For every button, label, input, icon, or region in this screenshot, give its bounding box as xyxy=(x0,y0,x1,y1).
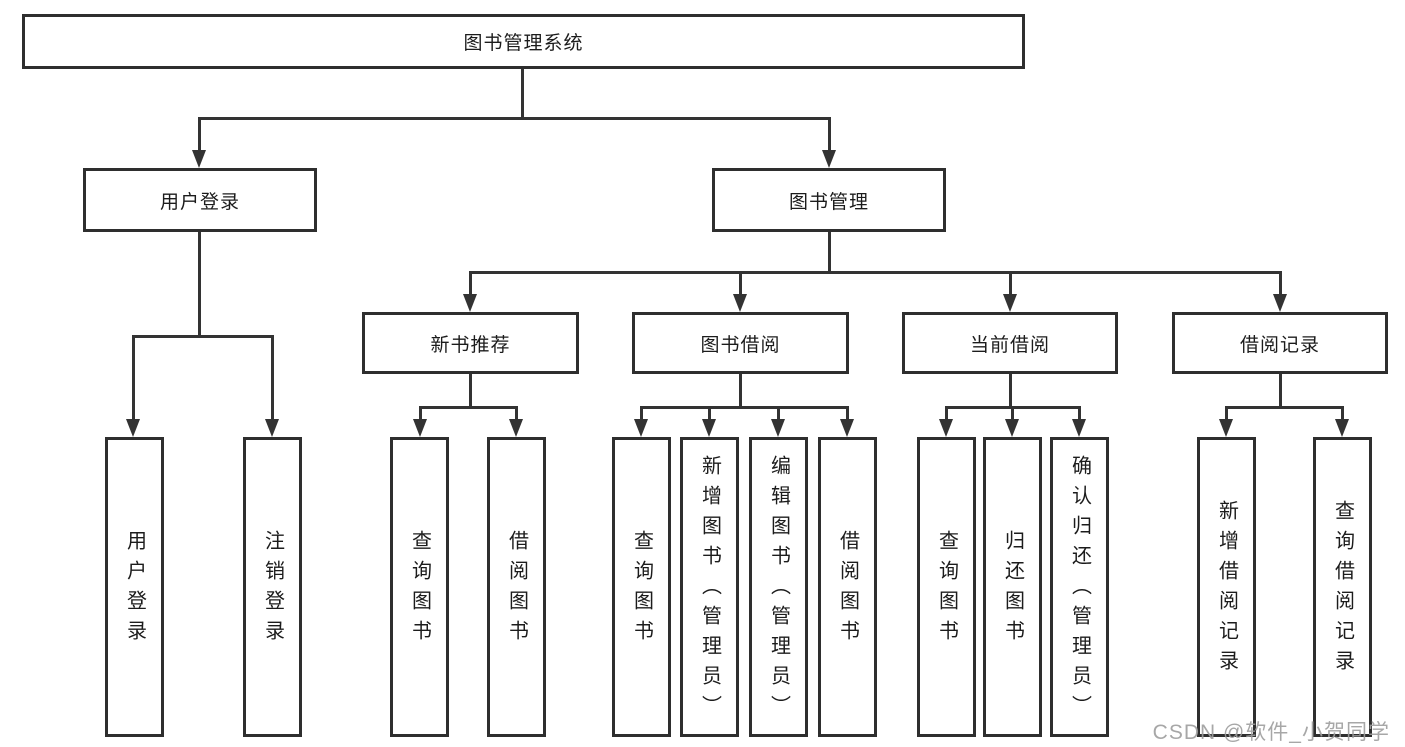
arrowhead-down-icon xyxy=(822,150,836,168)
arrowhead-down-icon xyxy=(1003,294,1017,312)
connector-line xyxy=(198,232,201,337)
connector-line xyxy=(828,232,831,273)
leaf-query-borrow-record: 查询借阅记录 xyxy=(1313,437,1372,737)
arrowhead-down-icon xyxy=(939,419,953,437)
leaf-query-books-borrowing: 查询图书 xyxy=(612,437,671,737)
connector-line xyxy=(640,406,849,409)
connector-line xyxy=(198,117,201,151)
leaf-add-books-admin: 新增图书（管理员） xyxy=(680,437,739,737)
leaf-query-books-recommend: 查询图书 xyxy=(390,437,449,737)
connector-line xyxy=(1009,374,1012,408)
connector-line xyxy=(777,406,780,420)
connector-line xyxy=(739,271,742,295)
connector-line xyxy=(708,406,711,420)
connector-line xyxy=(521,69,524,118)
connector-line xyxy=(515,406,518,420)
connector-line xyxy=(469,271,472,295)
arrowhead-down-icon xyxy=(702,419,716,437)
connector-line xyxy=(846,406,849,420)
arrowhead-down-icon xyxy=(1219,419,1233,437)
leaf-borrow-books-borrowing: 借阅图书 xyxy=(818,437,877,737)
connector-line xyxy=(469,271,1282,274)
connector-line xyxy=(419,406,422,420)
node-new-book-recommendation: 新书推荐 xyxy=(362,312,579,374)
leaf-return-books: 归还图书 xyxy=(983,437,1042,737)
connector-line xyxy=(1279,271,1282,295)
connector-line xyxy=(132,335,274,338)
arrowhead-down-icon xyxy=(265,419,279,437)
node-root-library-management-system: 图书管理系统 xyxy=(22,14,1025,69)
node-current-borrowing: 当前借阅 xyxy=(902,312,1118,374)
node-borrowing-records: 借阅记录 xyxy=(1172,312,1388,374)
leaf-user-login: 用户登录 xyxy=(105,437,164,737)
connector-line xyxy=(1011,406,1014,420)
connector-line xyxy=(271,335,274,420)
arrowhead-down-icon xyxy=(192,150,206,168)
leaf-edit-books-admin: 编辑图书（管理员） xyxy=(749,437,808,737)
connector-line xyxy=(828,117,831,151)
connector-line xyxy=(739,374,742,408)
leaf-logout: 注销登录 xyxy=(243,437,302,737)
node-user-login-group: 用户登录 xyxy=(83,168,317,232)
arrowhead-down-icon xyxy=(509,419,523,437)
csdn-watermark: CSDN @软件_小贺同学 xyxy=(1152,721,1390,744)
node-book-management-group: 图书管理 xyxy=(712,168,946,232)
leaf-confirm-return-admin: 确认归还（管理员） xyxy=(1050,437,1109,737)
arrowhead-down-icon xyxy=(463,294,477,312)
leaf-add-borrow-record: 新增借阅记录 xyxy=(1197,437,1256,737)
arrowhead-down-icon xyxy=(1005,419,1019,437)
arrowhead-down-icon xyxy=(634,419,648,437)
arrowhead-down-icon xyxy=(1072,419,1086,437)
connector-line xyxy=(198,117,831,120)
connector-line xyxy=(469,374,472,408)
connector-line xyxy=(640,406,643,420)
connector-line xyxy=(1225,406,1228,420)
leaf-query-books-current: 查询图书 xyxy=(917,437,976,737)
connector-line xyxy=(132,335,135,420)
arrowhead-down-icon xyxy=(771,419,785,437)
connector-line xyxy=(419,406,518,409)
arrowhead-down-icon xyxy=(413,419,427,437)
leaf-borrow-books-recommend: 借阅图书 xyxy=(487,437,546,737)
arrowhead-down-icon xyxy=(1273,294,1287,312)
arrowhead-down-icon xyxy=(840,419,854,437)
connector-line xyxy=(1225,406,1344,409)
connector-line xyxy=(1341,406,1344,420)
arrowhead-down-icon xyxy=(733,294,747,312)
arrowhead-down-icon xyxy=(126,419,140,437)
node-book-borrowing: 图书借阅 xyxy=(632,312,849,374)
connector-line xyxy=(1279,374,1282,408)
arrowhead-down-icon xyxy=(1335,419,1349,437)
connector-line xyxy=(945,406,948,420)
connector-line xyxy=(1078,406,1081,420)
connector-line xyxy=(1009,271,1012,295)
